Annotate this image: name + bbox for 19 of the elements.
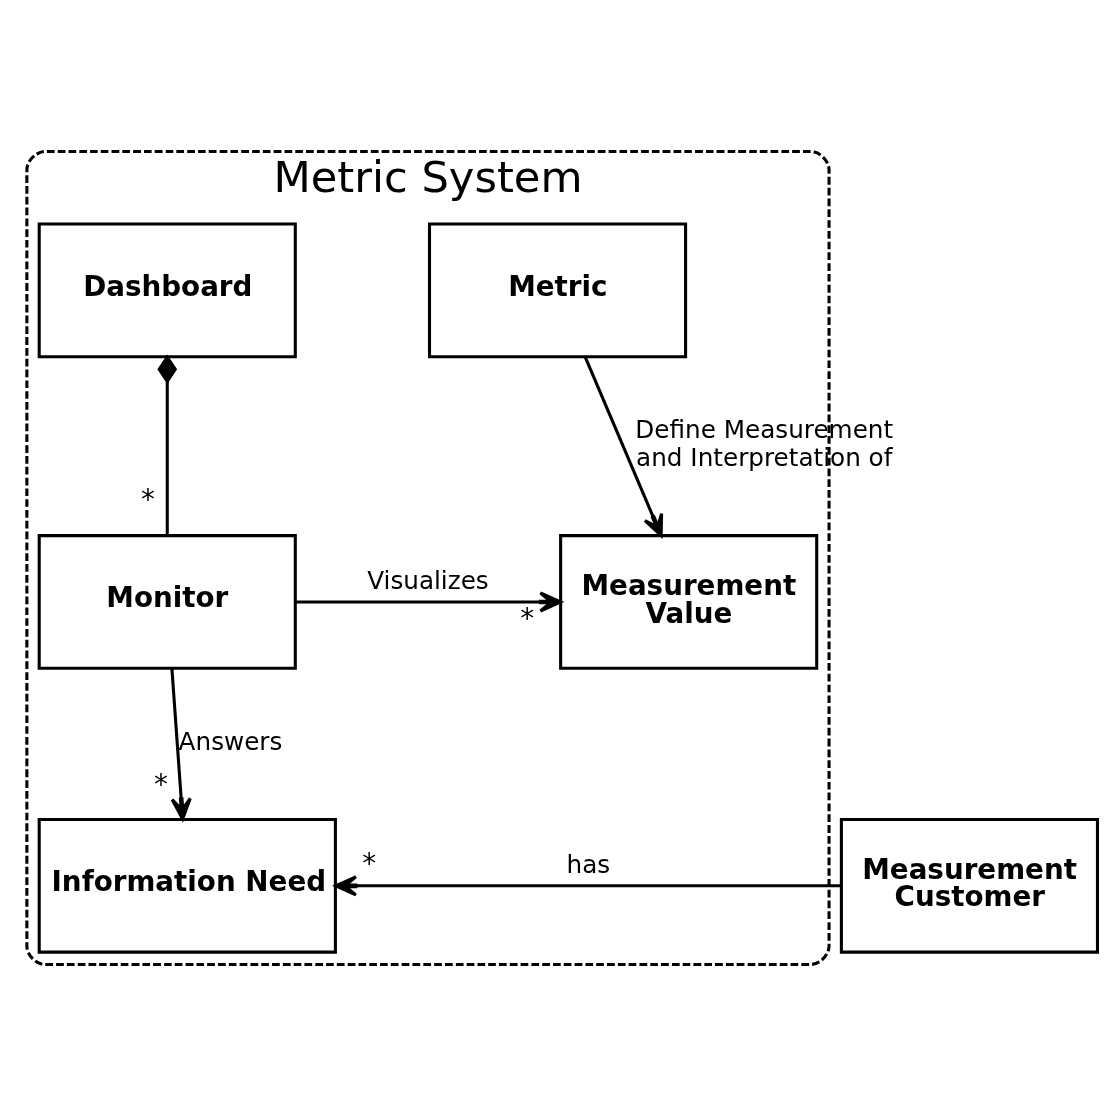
- arrow: [170, 668, 192, 821]
- label: *: [141, 482, 155, 516]
- node-box: Dashboard: [37, 221, 297, 358]
- node-box: Measurement Customer: [839, 817, 1099, 954]
- label: *: [362, 846, 377, 880]
- node-box: Measurement Value: [559, 533, 819, 670]
- node-box: Metric: [427, 221, 688, 358]
- node-box: Monitor: [37, 533, 297, 670]
- arrow: [295, 590, 563, 613]
- label: *: [520, 601, 535, 635]
- edge-label: Define Measurement and Interpretation of: [635, 414, 894, 472]
- label: *: [154, 767, 168, 801]
- edge-label: Visualizes: [367, 565, 489, 595]
- arrow: [334, 874, 841, 896]
- connector: [157, 354, 178, 536]
- node-box: Information Need: [37, 817, 337, 954]
- arrow: [583, 356, 664, 537]
- edge-label: Answers: [178, 726, 283, 756]
- edge-label: has: [566, 849, 611, 879]
